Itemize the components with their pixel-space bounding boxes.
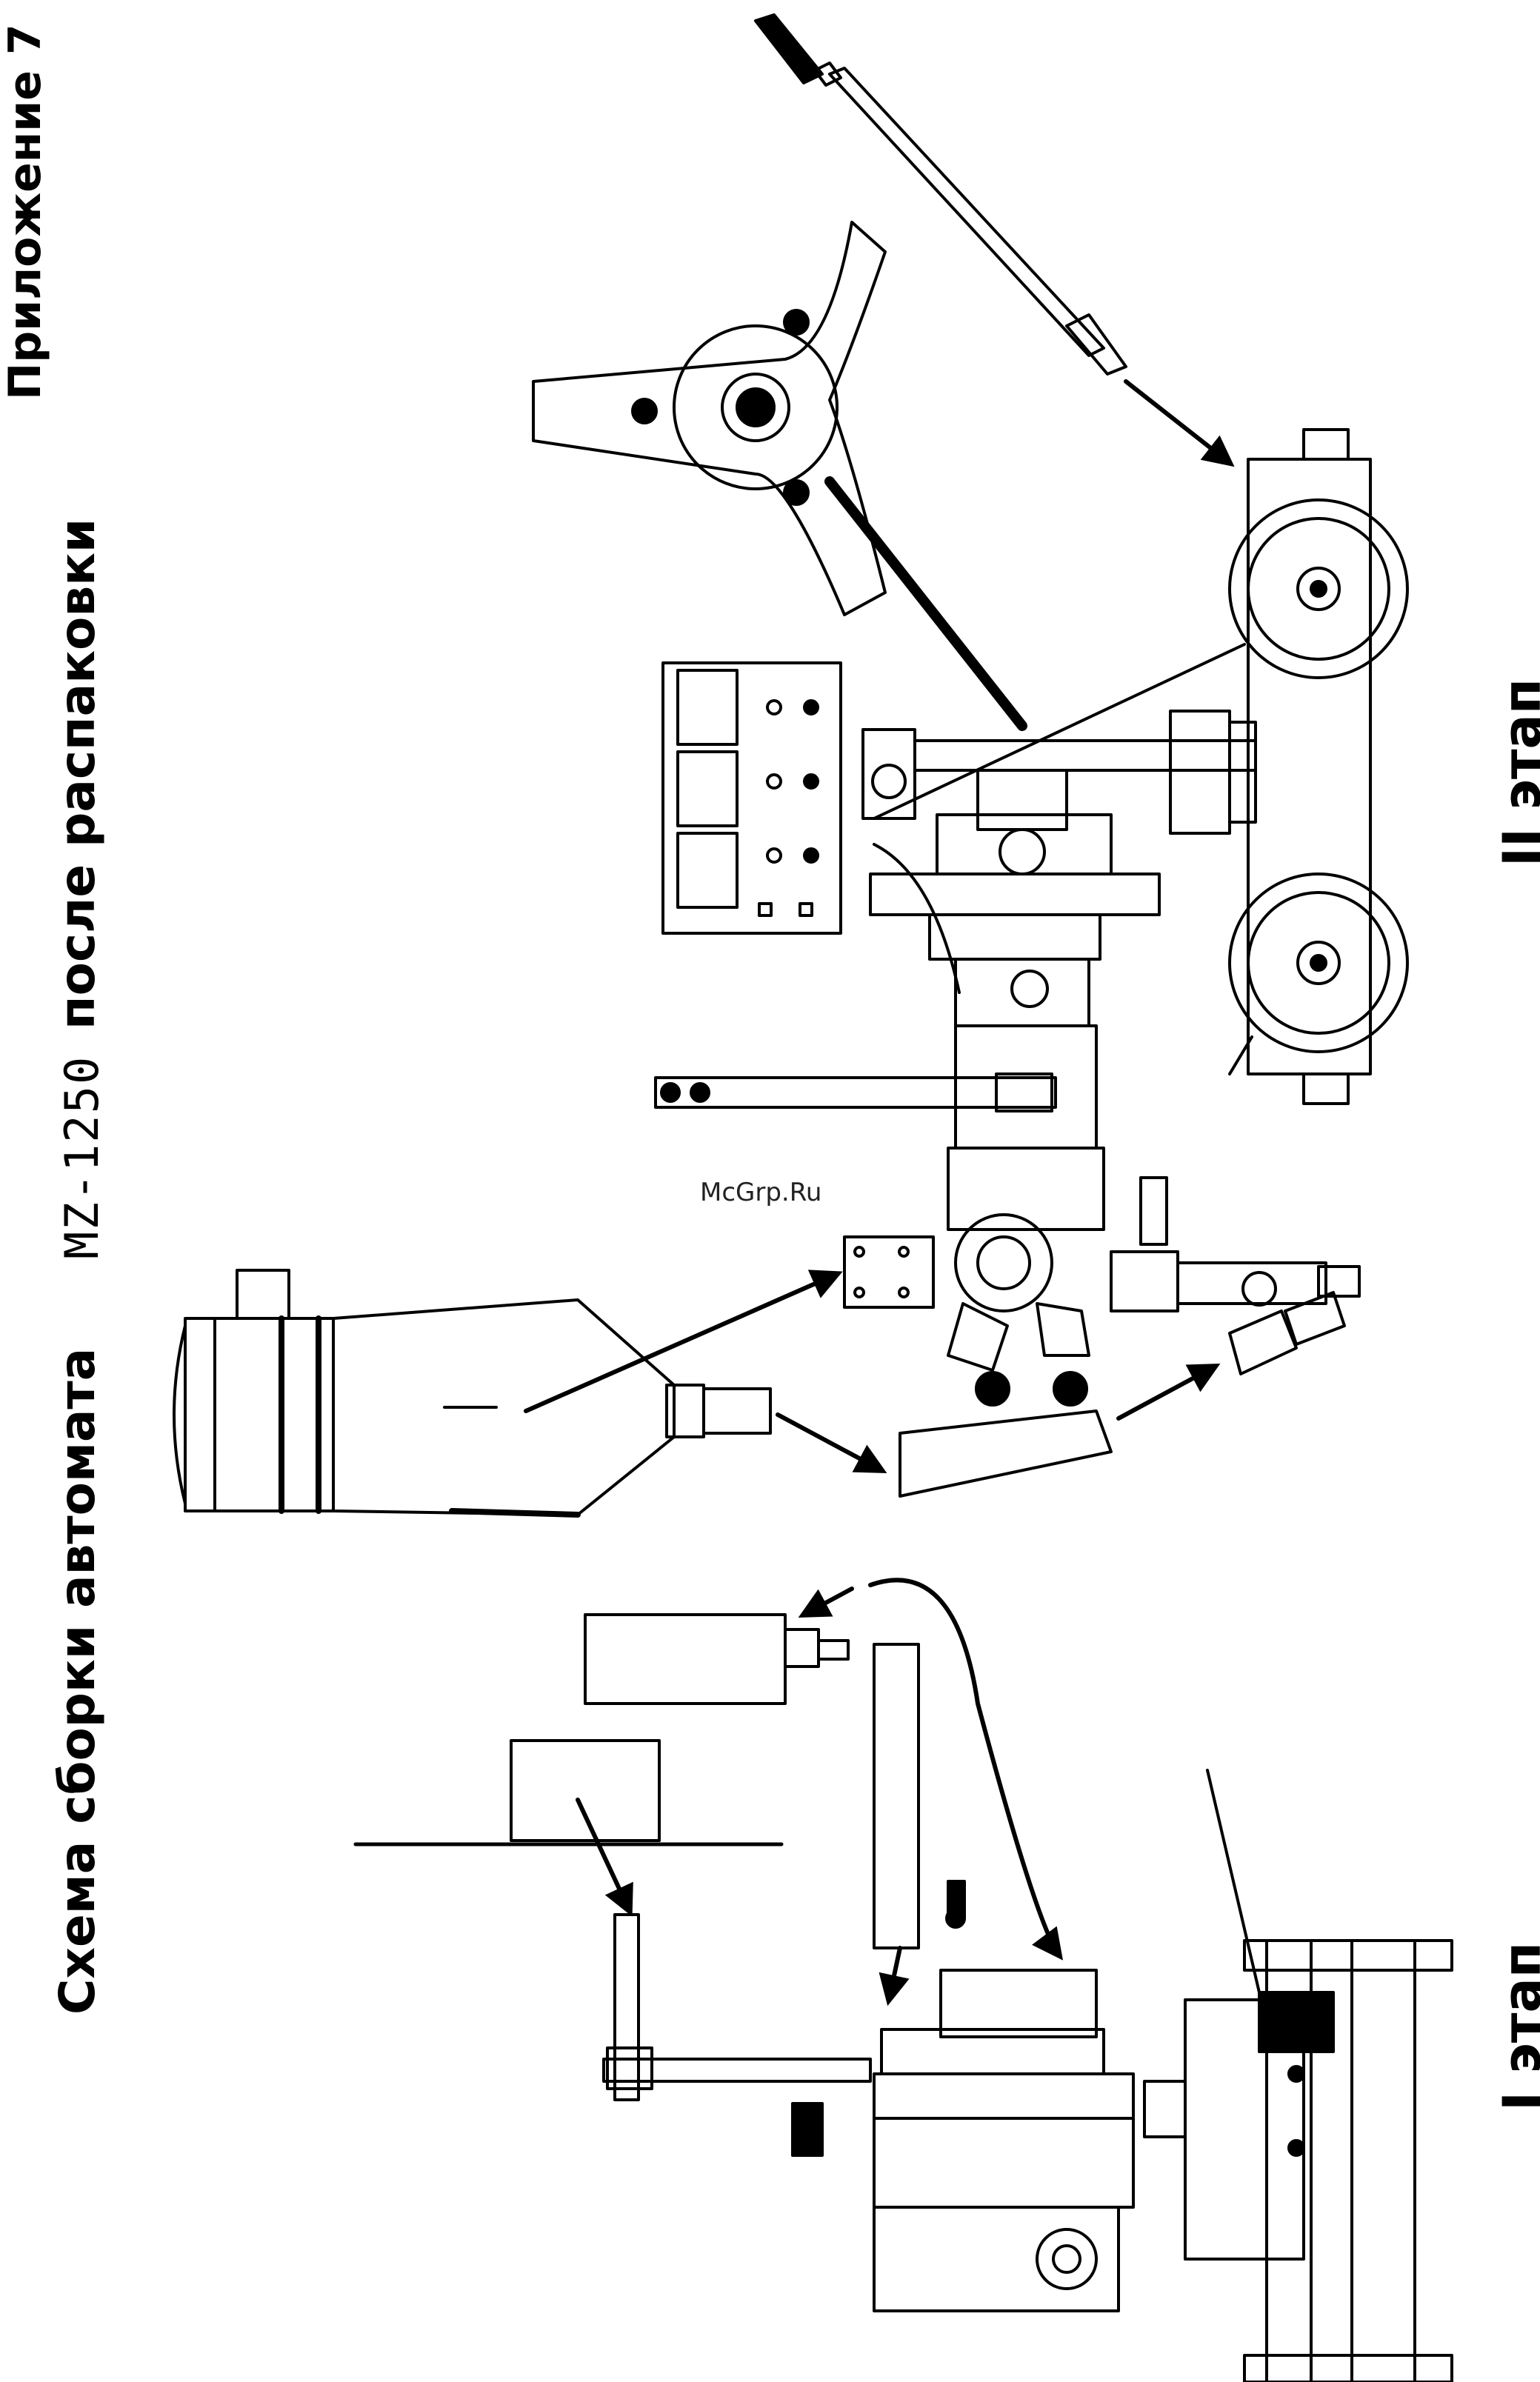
handle-rod: [756, 15, 1230, 463]
wire-reel: [533, 222, 1022, 726]
horizontal-arm: [656, 1074, 1056, 1111]
control-panel: [663, 663, 841, 933]
feeder-column: [863, 644, 1256, 1148]
welding-head: [785, 1148, 1359, 1405]
flux-hopper: [174, 1270, 837, 1515]
stage1-parts: [356, 1580, 1452, 2382]
